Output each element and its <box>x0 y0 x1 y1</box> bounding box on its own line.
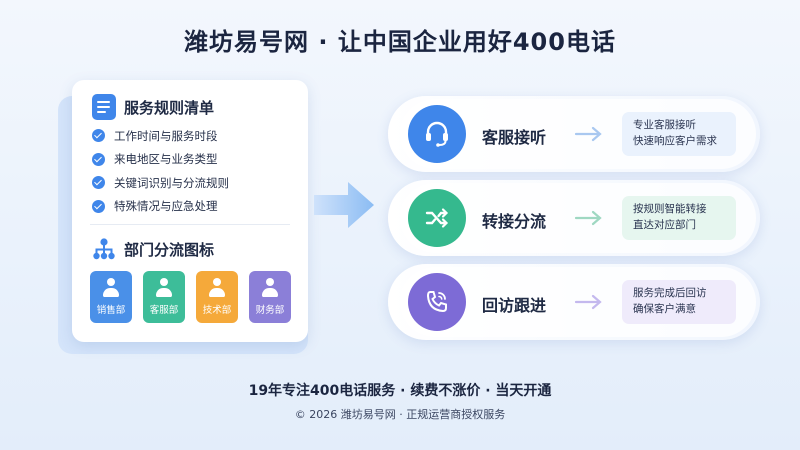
rule-text: 特殊情况与应急处理 <box>114 199 218 214</box>
person-icon <box>101 278 121 298</box>
arrow-right-icon <box>574 210 602 226</box>
department-label: 销售部 <box>96 305 126 316</box>
check-icon <box>92 129 105 143</box>
headset-icon <box>408 105 466 163</box>
step-label: 回访跟进 <box>482 296 547 315</box>
person-icon <box>207 278 227 298</box>
department-label: 财务部 <box>255 305 285 316</box>
rule-text: 来电地区与业务类型 <box>114 152 218 167</box>
step-label: 转接分流 <box>482 212 547 231</box>
flow-arrow-icon <box>314 182 374 228</box>
check-icon <box>92 152 105 166</box>
step-label: 客服接听 <box>482 128 547 147</box>
department-label: 技术部 <box>202 305 232 316</box>
step-description: 专业客服接听 快速响应客户需求 <box>622 112 736 156</box>
department-finance: 财务部 <box>249 271 291 323</box>
departments-list: 销售部 客服部 技术部 财务部 <box>90 271 291 323</box>
tagline: 19年专注400电话服务 · 续费不涨价 · 当天开通 <box>248 383 552 399</box>
phone-callback-icon <box>408 273 466 331</box>
org-chart-icon <box>93 238 115 260</box>
rules-header: 服务规则清单 <box>92 94 214 120</box>
check-icon <box>92 199 105 213</box>
rule-item: 工作时间与服务时段 <box>92 124 229 148</box>
departments-header: 部门分流图标 <box>92 238 214 260</box>
rule-item: 来电地区与业务类型 <box>92 148 229 172</box>
rules-heading: 服务规则清单 <box>124 98 215 117</box>
shuffle-icon <box>408 189 466 247</box>
rules-list: 工作时间与服务时段 来电地区与业务类型 关键词识别与分流规则 特殊情况与应急处理 <box>92 124 229 218</box>
desc-line: 服务完成后回访 <box>633 287 707 299</box>
department-label: 客服部 <box>149 305 179 316</box>
department-tech: 技术部 <box>196 271 238 323</box>
check-icon <box>92 176 105 190</box>
rule-text: 关键词识别与分流规则 <box>114 175 229 190</box>
desc-line: 按规则智能转接 <box>633 203 707 215</box>
divider <box>90 224 290 225</box>
desc-line: 快速响应客户需求 <box>633 135 717 147</box>
page-title: 潍坊易号网 · 让中国企业用好400电话 <box>184 28 616 56</box>
rules-card: 服务规则清单 工作时间与服务时段 来电地区与业务类型 关键词识别与分流规则 特殊… <box>72 80 308 342</box>
departments-heading: 部门分流图标 <box>124 240 215 259</box>
department-sales: 销售部 <box>90 271 132 323</box>
arrow-right-icon <box>574 294 602 310</box>
desc-line: 确保客户满意 <box>633 303 696 315</box>
rule-item: 关键词识别与分流规则 <box>92 171 229 195</box>
arrow-right-icon <box>574 126 602 142</box>
desc-line: 直达对应部门 <box>633 219 696 231</box>
rule-text: 工作时间与服务时段 <box>114 128 218 143</box>
desc-line: 专业客服接听 <box>633 119 696 131</box>
copyright: © 2026 潍坊易号网 · 正规运营商授权服务 <box>294 408 506 421</box>
person-icon <box>154 278 174 298</box>
step-description: 服务完成后回访 确保客户满意 <box>622 280 736 324</box>
person-icon <box>260 278 280 298</box>
rule-item: 特殊情况与应急处理 <box>92 195 229 219</box>
step-description: 按规则智能转接 直达对应部门 <box>622 196 736 240</box>
document-list-icon <box>92 94 116 120</box>
department-service: 客服部 <box>143 271 185 323</box>
